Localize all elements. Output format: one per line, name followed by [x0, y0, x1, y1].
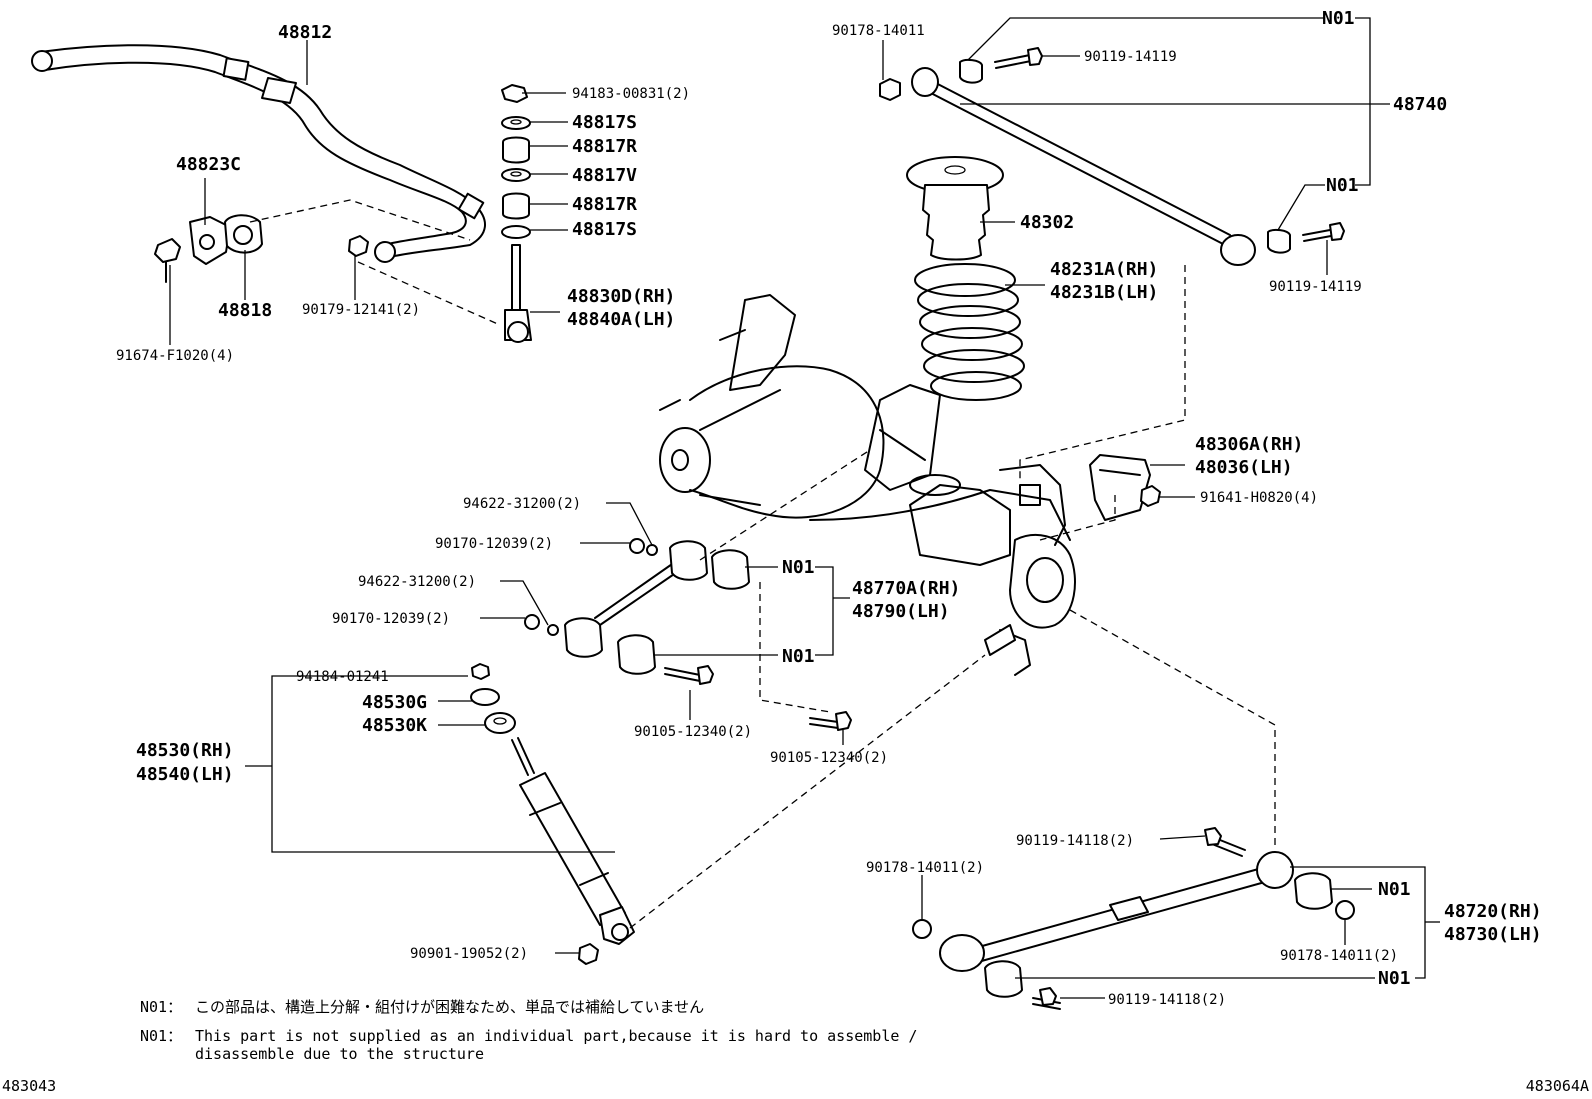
- bushing-bracket-illustration: [154, 214, 369, 283]
- lateral-rod-illustration: [524, 538, 852, 731]
- label-48830D: 48830D(RH): [567, 286, 675, 307]
- label-90170-12039-lower: 90170-12039(2): [332, 611, 450, 627]
- label-91641-H0820: 91641-H0820(4): [1200, 490, 1318, 506]
- label-48770A: 48770A(RH): [852, 578, 960, 599]
- leader-lines: [169, 17, 1440, 999]
- note-en-line2: disassemble due to the structure: [195, 1045, 484, 1063]
- label-48817S-lower: 48817S: [572, 219, 637, 240]
- label-48530K: 48530K: [362, 715, 427, 736]
- note-en-key: N01：: [140, 1027, 182, 1045]
- stabilizer-bar-illustration: [31, 44, 486, 263]
- label-94622-31200-upper: 94622-31200(2): [463, 496, 581, 512]
- label-48540: 48540(LH): [136, 764, 234, 785]
- label-90119-14119-top-1: 90119-14119: [1084, 49, 1177, 65]
- shock-absorber-illustration: [470, 663, 635, 965]
- lower-control-arm-illustration: [912, 827, 1355, 1010]
- notes: N01： この部品は、構造上分解・組付けが困難なため、単品では補給していません …: [140, 998, 917, 1063]
- label-48720: 48720(RH): [1444, 901, 1542, 922]
- axle-housing-illustration: [659, 294, 1076, 676]
- label-94184-01241: 94184-01241: [296, 669, 389, 685]
- label-94183-00831: 94183-00831(2): [572, 86, 690, 102]
- label-48840A: 48840A(LH): [567, 309, 675, 330]
- label-90178-14011-left: 90178-14011(2): [866, 860, 984, 876]
- label-48306A: 48306A(RH): [1195, 434, 1303, 455]
- footer: 483043 483064A: [2, 1077, 1589, 1095]
- label-48036: 48036(LH): [1195, 457, 1293, 478]
- footer-right-code: 483064A: [1526, 1077, 1589, 1095]
- label-48740: 48740: [1393, 94, 1447, 115]
- label-48302: 48302: [1020, 212, 1074, 233]
- label-N01-top-2: N01: [1326, 175, 1359, 196]
- note-jp-key: N01：: [140, 998, 182, 1016]
- label-90178-14011-top: 90178-14011: [832, 23, 925, 39]
- label-48730: 48730(LH): [1444, 924, 1542, 945]
- label-90179-12141: 90179-12141(2): [302, 302, 420, 318]
- coil-spring-illustration: [914, 263, 1025, 401]
- label-90178-14011-right: 90178-14011(2): [1280, 948, 1398, 964]
- label-90901-19052: 90901-19052(2): [410, 946, 528, 962]
- label-N01-bottom-2: N01: [1378, 968, 1411, 989]
- label-48231A: 48231A(RH): [1050, 259, 1158, 280]
- label-48817R-upper: 48817R: [572, 136, 637, 157]
- label-91674-F1020: 91674-F1020(4): [116, 348, 234, 364]
- note-jp-text: この部品は、構造上分解・組付けが困難なため、単品では補給していません: [195, 998, 704, 1016]
- note-en-line1: This part is not supplied as an individu…: [195, 1027, 917, 1045]
- label-48812: 48812: [278, 22, 332, 43]
- label-N01-bottom-1: N01: [1378, 879, 1411, 900]
- label-90119-14118-lower: 90119-14118(2): [1108, 992, 1226, 1008]
- label-48530: 48530(RH): [136, 740, 234, 761]
- label-48530G: 48530G: [362, 692, 427, 713]
- label-48231B: 48231B(LH): [1050, 282, 1158, 303]
- shock-bracket-illustration: [1089, 454, 1161, 521]
- label-90105-12340-1: 90105-12340(2): [634, 724, 752, 740]
- stabilizer-link-stack-illustration: [501, 84, 532, 343]
- footer-left-code: 483043: [2, 1077, 56, 1095]
- part-labels: 48812 94183-00831(2) 48817S 48817R 48817…: [116, 8, 1542, 1008]
- bump-stopper-illustration: [906, 156, 1004, 261]
- label-48817R-lower: 48817R: [572, 194, 637, 215]
- label-48817S-upper: 48817S: [572, 112, 637, 133]
- label-90170-12039-upper: 90170-12039(2): [435, 536, 553, 552]
- label-90119-14119-top-2: 90119-14119: [1269, 279, 1362, 295]
- label-90105-12340-2: 90105-12340(2): [770, 750, 888, 766]
- label-48817V: 48817V: [572, 165, 637, 186]
- label-N01-top-1: N01: [1322, 8, 1355, 29]
- label-N01-mid-1: N01: [782, 557, 815, 578]
- label-90119-14118-upper: 90119-14118(2): [1016, 833, 1134, 849]
- dashed-connection-lines: [249, 199, 1276, 929]
- label-48790: 48790(LH): [852, 601, 950, 622]
- label-48823C: 48823C: [176, 154, 241, 175]
- label-48818: 48818: [218, 300, 272, 321]
- upper-control-arm-illustration: [879, 47, 1345, 266]
- label-94622-31200-lower: 94622-31200(2): [358, 574, 476, 590]
- label-N01-mid-2: N01: [782, 646, 815, 667]
